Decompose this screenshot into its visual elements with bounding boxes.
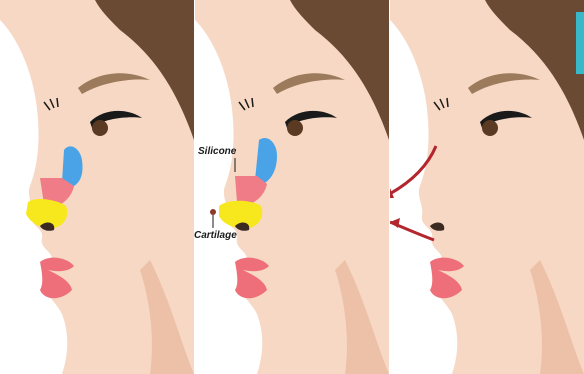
label-cartilage: Cartilage [194, 230, 237, 241]
face-profile-1 [0, 0, 194, 374]
panel-before [0, 0, 194, 374]
cartilage-dot [210, 209, 216, 215]
face-profile-2 [195, 0, 389, 374]
accent-tab [576, 12, 584, 74]
face-profile-3 [390, 0, 584, 374]
eye-iris [482, 120, 498, 136]
panel-implant [195, 0, 389, 374]
eye-iris [92, 120, 108, 136]
eye-iris [287, 120, 303, 136]
label-silicone: Silicone [198, 146, 236, 157]
panel-after [390, 0, 584, 374]
